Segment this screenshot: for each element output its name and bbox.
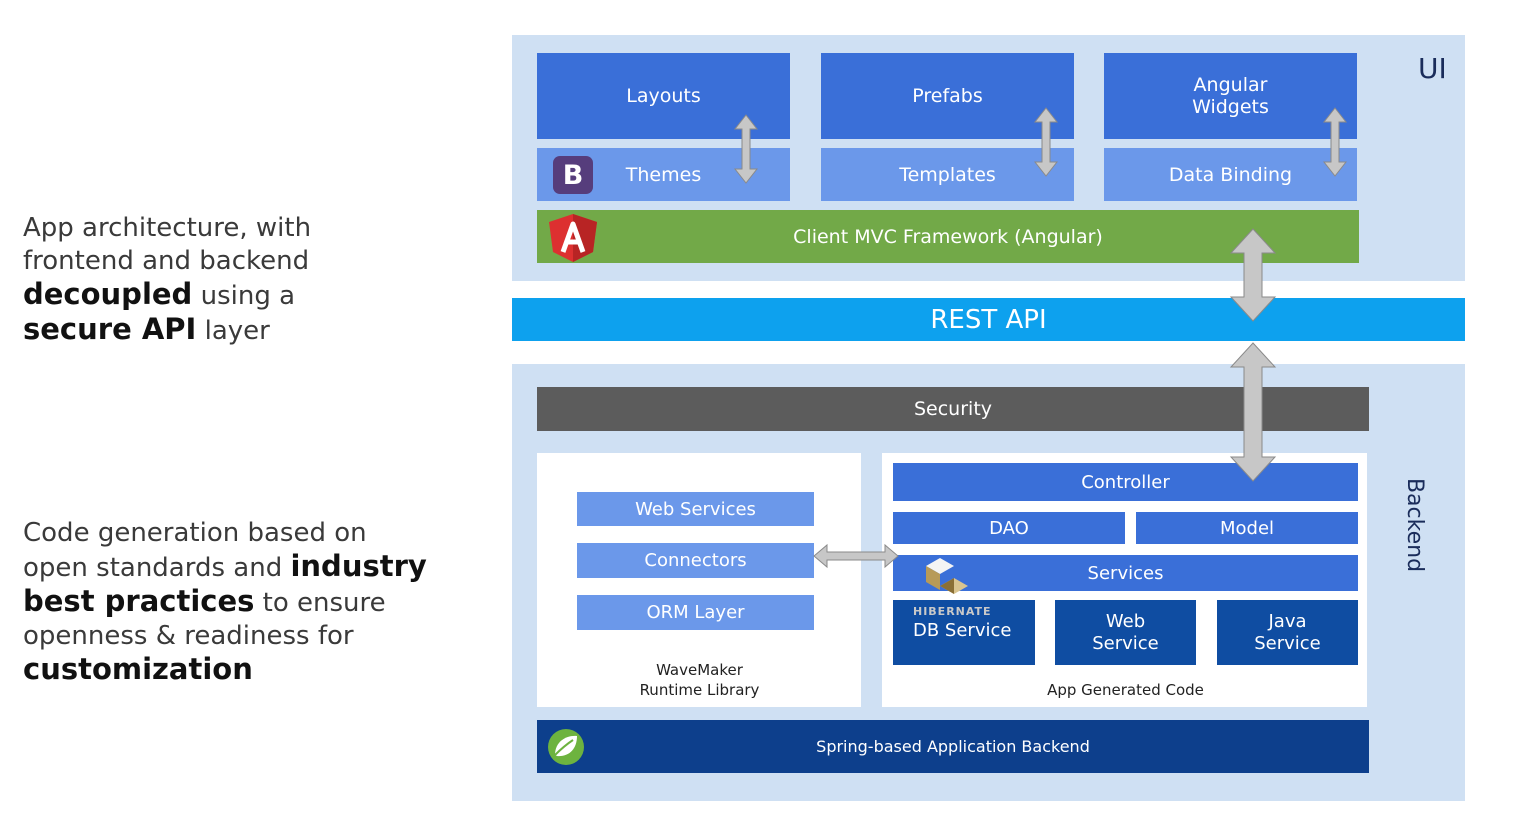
bold-text: decoupled (23, 277, 193, 311)
bold-text: customization (23, 652, 253, 686)
large-double-arrow-icon (1229, 228, 1277, 322)
text-line: openness & readiness for (23, 621, 354, 651)
text-line: App architecture, with (23, 213, 312, 243)
text-line: secure API layer (23, 313, 311, 348)
web-service-block: Web Service (1055, 600, 1196, 665)
spring-backend-block: Spring-based Application Backend (537, 720, 1369, 773)
db-service-block: HIBERNATE DB Service (893, 600, 1035, 665)
ui-layer-label: UI (1418, 52, 1447, 85)
text-line: frontend and backend (23, 246, 310, 276)
caption-line: WaveMaker (656, 661, 743, 679)
bold-text: industry (290, 549, 427, 583)
block-label: Widgets (1192, 96, 1269, 118)
block-label: Service (1254, 632, 1321, 654)
angular-widgets-block: Angular Widgets (1104, 53, 1357, 139)
text-line: decoupled using a (23, 278, 311, 313)
services-cube-icon (926, 558, 968, 594)
text-line: open standards and industry (23, 550, 427, 585)
architecture-paragraph: App architecture, with frontend and back… (23, 212, 311, 348)
text-span: using a (192, 281, 296, 311)
bold-text: secure API (23, 312, 197, 346)
text-span: to ensure (254, 588, 386, 618)
horizontal-double-arrow-icon (813, 543, 899, 569)
double-arrow-icon (1033, 107, 1059, 177)
text-span: open standards and (23, 553, 291, 583)
block-label: Angular (1193, 74, 1268, 96)
spring-leaf-icon (548, 729, 584, 765)
java-service-block: Java Service (1217, 600, 1358, 665)
connectors-block: Connectors (577, 543, 814, 578)
prefabs-block: Prefabs (821, 53, 1074, 139)
data-binding-block: Data Binding (1104, 148, 1357, 201)
codegen-paragraph: Code generation based on open standards … (23, 517, 427, 688)
block-label: Web (1105, 610, 1146, 632)
text-line: Code generation based on (23, 518, 367, 548)
rest-api-bar: REST API (512, 298, 1465, 341)
block-label: Themes (625, 163, 702, 186)
caption-line: Runtime Library (639, 681, 760, 699)
text-span: layer (196, 316, 270, 346)
dao-block: DAO (893, 512, 1125, 544)
double-arrow-icon (1322, 107, 1348, 177)
double-arrow-icon (733, 114, 759, 184)
block-label: Service (1092, 632, 1159, 654)
model-block: Model (1136, 512, 1358, 544)
web-services-block: Web Services (577, 492, 814, 526)
bold-text: best practices (23, 584, 255, 618)
block-label: Java (1268, 610, 1307, 632)
app-generated-code-caption: App Generated Code (1047, 681, 1204, 699)
text-line: best practices to ensure (23, 585, 427, 620)
client-mvc-framework-block: Client MVC Framework (Angular) (537, 210, 1359, 263)
services-block: Services (893, 555, 1358, 591)
orm-layer-block: ORM Layer (577, 595, 814, 630)
angular-logo-icon (549, 214, 597, 262)
templates-block: Templates (821, 148, 1074, 201)
backend-layer-label: Backend (1402, 477, 1428, 573)
bootstrap-icon: B (553, 156, 593, 194)
hibernate-logo-text: HIBERNATE (913, 605, 992, 618)
large-double-arrow-icon (1229, 342, 1277, 482)
text-line: customization (23, 653, 427, 688)
runtime-library-caption: WaveMaker Runtime Library (577, 660, 822, 700)
security-block: Security (537, 387, 1369, 431)
block-label: DB Service (913, 620, 1012, 641)
controller-block: Controller (893, 463, 1358, 501)
